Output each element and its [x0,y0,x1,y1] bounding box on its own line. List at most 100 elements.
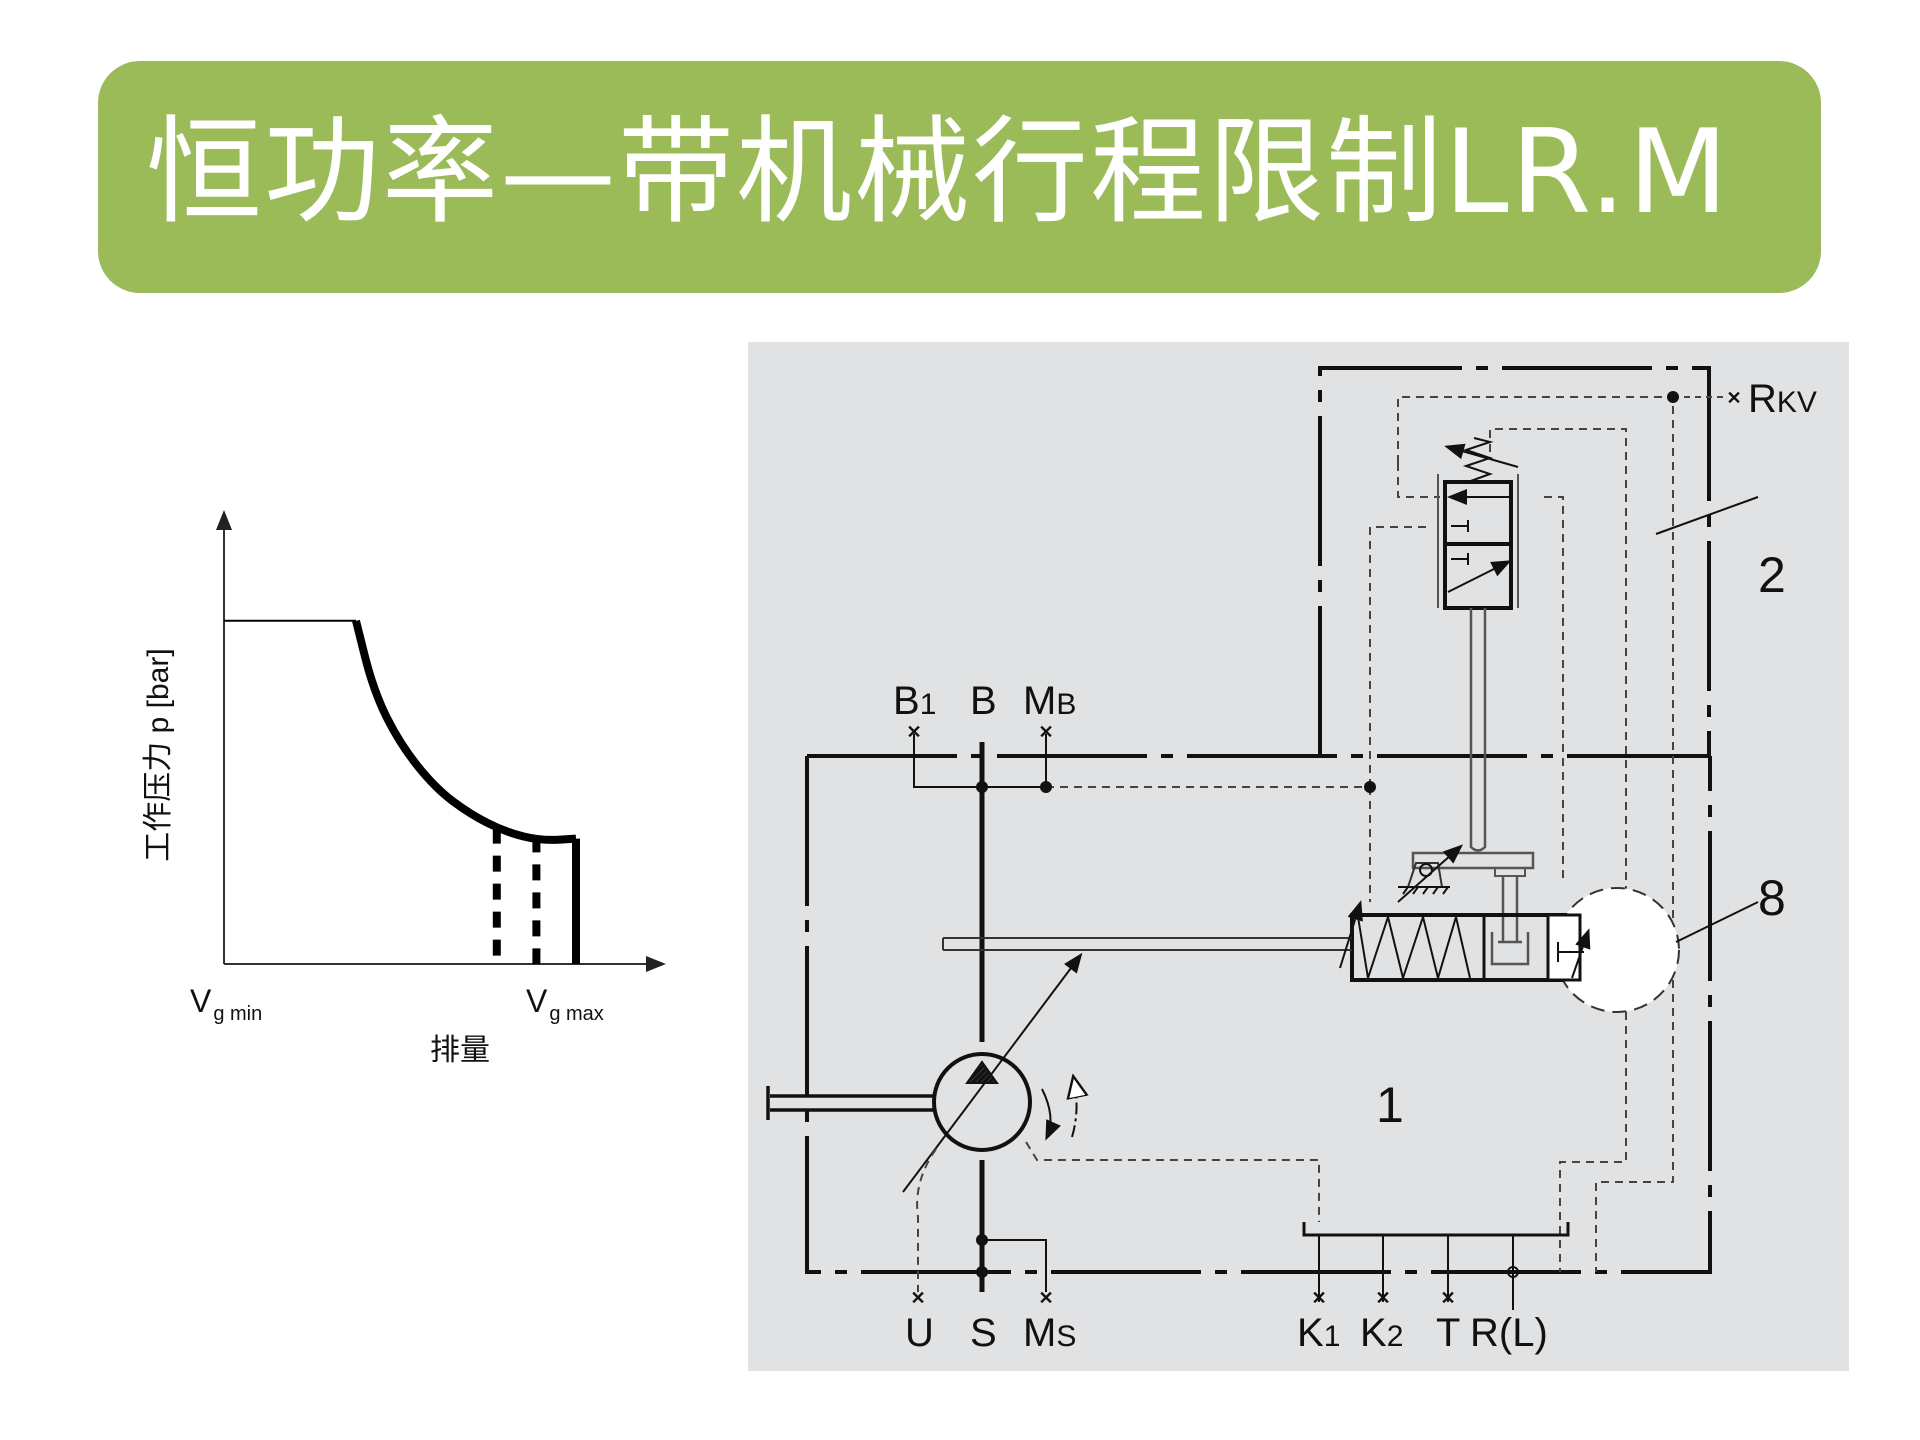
port-k2-sub: 2 [1387,1320,1404,1353]
junction-dot-s-lower [976,1266,988,1278]
b1-tap [913,734,982,788]
mb-tap [982,734,1047,788]
port-mb-main: M [1023,679,1056,723]
port-label-b1: B1 [893,679,936,723]
piston-to-swash-rod [942,937,1352,951]
port-label-rkv: RKV [1748,377,1817,421]
port-label-k1: K1 [1297,1311,1340,1355]
x-tick-vg-min-sub: g min [213,1003,262,1025]
port-b1-main: B [893,679,920,723]
port-mark-k2: ✕ [1375,1288,1390,1308]
port-label-t: T [1436,1311,1460,1355]
junction-dots [976,391,1679,1278]
detail-circle-8 [1554,887,1680,1013]
rotation-arrow [1041,1088,1061,1141]
x-axis-label: 排量 [430,1034,490,1067]
schematic-panel [748,342,1849,1371]
x-tick-vg-min-main: V [190,983,212,1019]
port-b-main: B [970,679,997,723]
port-label-ms: MS [1023,1311,1076,1355]
pump-circle [932,1052,1032,1152]
u-port-line [916,1148,937,1292]
lever-pad [1494,867,1526,877]
cylinder-spring [1357,913,1471,982]
valve-arrow-lower [1447,560,1512,593]
r2-callout-line [1655,496,1759,535]
callout-1: 1 [1376,1077,1404,1133]
junction-dot-pilot [1364,781,1376,793]
lever-adjust-arrow [1397,844,1463,903]
valve-block-upper [1451,520,1469,532]
slide-title: 恒功率—带机械行程限制LR.M [146,105,1731,240]
port-label-b: B [970,679,997,723]
pump-unit-boundary [805,754,1712,1274]
port-mark-rkv: ✕ [1726,388,1741,408]
cylinder-adjust-arrow [1339,900,1363,969]
port-ms-main: M [1023,1311,1056,1355]
detail-8-symbol [1557,942,1584,962]
cylinder-piston-cup [1490,932,1530,966]
port-mark-k1: ✕ [1311,1288,1326,1308]
valve-drain-loop-2 [1489,428,1627,1272]
port-label-k2: K2 [1360,1311,1403,1355]
junction-dot-b [976,781,988,793]
drive-shaft [766,1086,934,1120]
valve-spring [1462,437,1494,483]
port-label-u: U [905,1311,934,1355]
port-mark-ms: ✕ [1038,1288,1053,1308]
port-mark-b1: ✕ [906,722,921,742]
port-b1-sub: 1 [920,688,937,721]
y-axis-label: 工作压力 p [bar] [142,648,175,861]
junction-dot-rl [1507,1266,1519,1278]
r8-callout-line [1675,901,1759,943]
chart-line-constant-power-hyperbola [352,619,577,844]
lever-pivot [1407,862,1443,888]
port-k2-main: K [1360,1311,1387,1355]
port-label-mb: MB [1023,679,1076,723]
valve-block-lower [1451,553,1469,565]
port-rkv-sub: KV [1777,386,1817,419]
port-ms-sub: S [1056,1320,1076,1353]
port-label-rl: R(L) [1470,1311,1548,1355]
port-k1-sub: 1 [1324,1320,1341,1353]
port-u-main: U [905,1311,934,1355]
controller-boundary [1318,366,1711,756]
hydraulic-schematic: ✕ ✕ ✕ ✕ ✕ ✕ ✕ ✕ B1 B MB U S MS K1 K2 T R… [766,366,1817,1355]
junction-dot-mb [1040,781,1052,793]
rotation-arrow-alt [1072,1080,1077,1138]
case-drain-line [1025,1141,1320,1222]
chart-series-group [224,619,580,964]
junction-dot-s [976,1234,988,1246]
valve-spring-adjust-arrow [1444,443,1519,468]
port-rl-main: R(L) [1470,1311,1548,1355]
port-mark-u: ✕ [910,1288,925,1308]
valve-drain-loop [1397,396,1674,1272]
x-tick-vg-max-sub: g max [549,1003,603,1025]
tank-manifold [1302,1222,1570,1237]
port-mb-sub: B [1056,688,1076,721]
lever-beam [1411,851,1535,870]
port-mark-t: ✕ [1440,1288,1455,1308]
port-label-s: S [970,1311,997,1355]
port-rkv-main: R [1748,377,1777,421]
ms-tap [982,1239,1047,1292]
port-s-main: S [970,1311,997,1355]
callout-8: 8 [1758,870,1786,926]
port-k1-main: K [1297,1311,1324,1355]
valve-stem [1469,608,1487,852]
pilot-line-vertical [1369,526,1430,787]
control-valve-upper [1443,480,1513,546]
callout-2: 2 [1758,547,1786,603]
valve-dashed-loop [1397,463,1440,498]
port-mark-mb: ✕ [1038,722,1053,742]
port-t-main: T [1436,1311,1460,1355]
x-tick-vg-max-main: V [526,983,548,1019]
piston-rod [1501,876,1519,942]
title-banner: 恒功率—带机械行程限制LR.M [98,61,1821,293]
detail-8-arrow [1571,928,1591,979]
valve-right-line [1544,496,1564,882]
junction-dot-rkv [1667,391,1679,403]
